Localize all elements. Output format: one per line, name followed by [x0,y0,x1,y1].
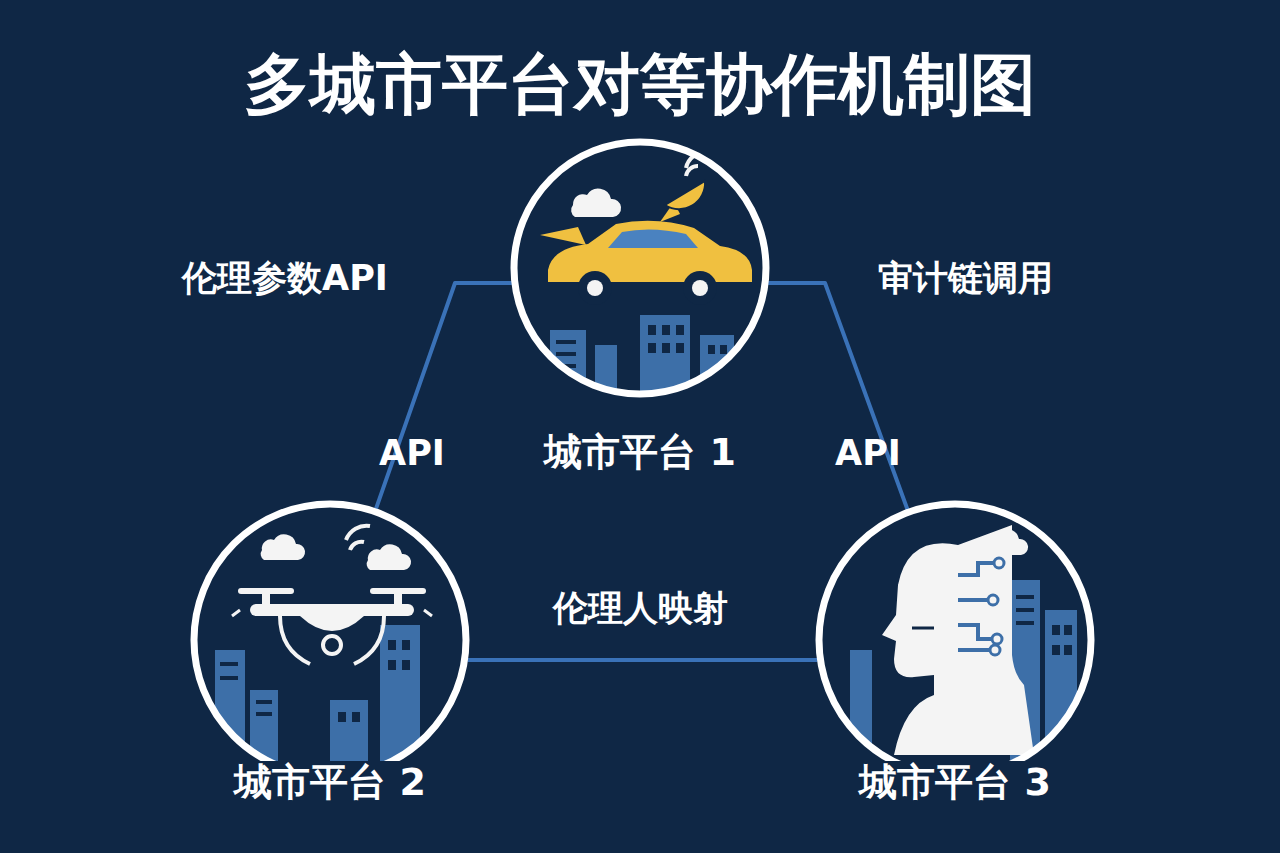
diagram-title: 多城市平台对等协作机制图 [0,40,1280,130]
node-outline [510,138,770,398]
node-outline [815,500,1095,780]
ai-head-illustration [850,525,1077,760]
channel-caption: 伦理参数API [182,258,388,298]
edge-label: API [835,433,901,473]
channel-caption: 审计链调用 [878,258,1053,298]
node-label: 城市平台 3 [853,761,1057,805]
api-connector [768,283,907,509]
node-label: 城市平台 1 [538,431,742,475]
node-outline [190,500,470,780]
drone-illustration [215,526,432,780]
api-connector [376,283,512,509]
edge-label: API [379,433,445,473]
platform-circle [819,504,1091,776]
api-connector [468,658,818,662]
node-label: 城市平台 2 [228,761,432,805]
edge-label: 伦理人映射 [553,588,728,628]
title-text: 多城市平台对等协作机制图 [244,46,1036,123]
city-platform-node: 城市平台 2 [190,500,470,813]
platform-circle [194,504,466,776]
city-platform-node: 城市平台 1 [510,138,770,483]
city-platform-node: 城市平台 3 [815,500,1095,813]
platform-circle [514,142,766,394]
